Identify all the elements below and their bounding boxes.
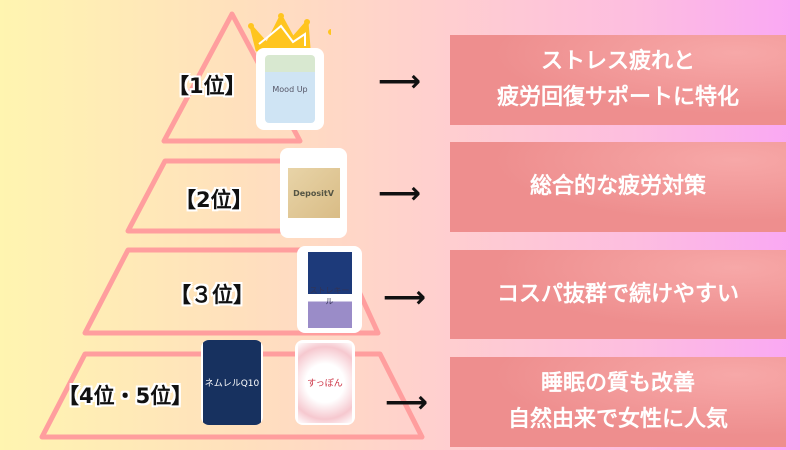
pyramid-tier-3 bbox=[82, 247, 381, 336]
arrow-icon: ⟶ bbox=[383, 280, 427, 315]
product-label-sutorekiru: ストレキール bbox=[307, 251, 352, 328]
rank-label-1: 【1位】 bbox=[168, 74, 246, 98]
rank-label-3: 【３位】 bbox=[170, 283, 254, 307]
description-line: 疲労回復サポートに特化 bbox=[496, 85, 739, 110]
product-label-mood-up: Mood Up bbox=[265, 55, 315, 123]
description-box-4: 睡眠の質も改善 自然由来で女性に人気 bbox=[450, 357, 786, 447]
description-line: ストレス疲れと bbox=[540, 49, 695, 74]
arrow-icon: ⟶ bbox=[385, 385, 429, 420]
description-box-2: 総合的な疲労対策 bbox=[450, 142, 786, 232]
arrow-icon: ⟶ bbox=[378, 64, 422, 99]
pyramid-tier-4 bbox=[39, 351, 425, 440]
description-box-3: コスパ抜群で続けやすい bbox=[450, 250, 786, 339]
product-image-1: Mood Up bbox=[256, 48, 324, 130]
rank-label-4-5: 【4位・5位】 bbox=[58, 384, 193, 408]
rank-label-2: 【2位】 bbox=[175, 188, 253, 212]
product-image-4: ネムレルQ10 bbox=[201, 340, 263, 425]
product-label-depositv: DepositV bbox=[287, 168, 340, 218]
description-line: 自然由来で女性に人気 bbox=[507, 407, 728, 432]
product-image-2: DepositV bbox=[280, 148, 347, 238]
description-line: 総合的な疲労対策 bbox=[529, 174, 706, 199]
description-box-1: ストレス疲れと 疲労回復サポートに特化 bbox=[450, 35, 786, 125]
product-image-5: すっぽん bbox=[295, 340, 355, 425]
description-line: コスパ抜群で続けやすい bbox=[496, 281, 739, 307]
arrow-icon: ⟶ bbox=[378, 176, 422, 211]
product-label-nemureru: ネムレルQ10 bbox=[203, 340, 261, 425]
product-image-3: ストレキール bbox=[297, 246, 362, 333]
product-label-suppon: すっぽん bbox=[298, 342, 352, 423]
description-line: 睡眠の質も改善 bbox=[540, 371, 695, 396]
